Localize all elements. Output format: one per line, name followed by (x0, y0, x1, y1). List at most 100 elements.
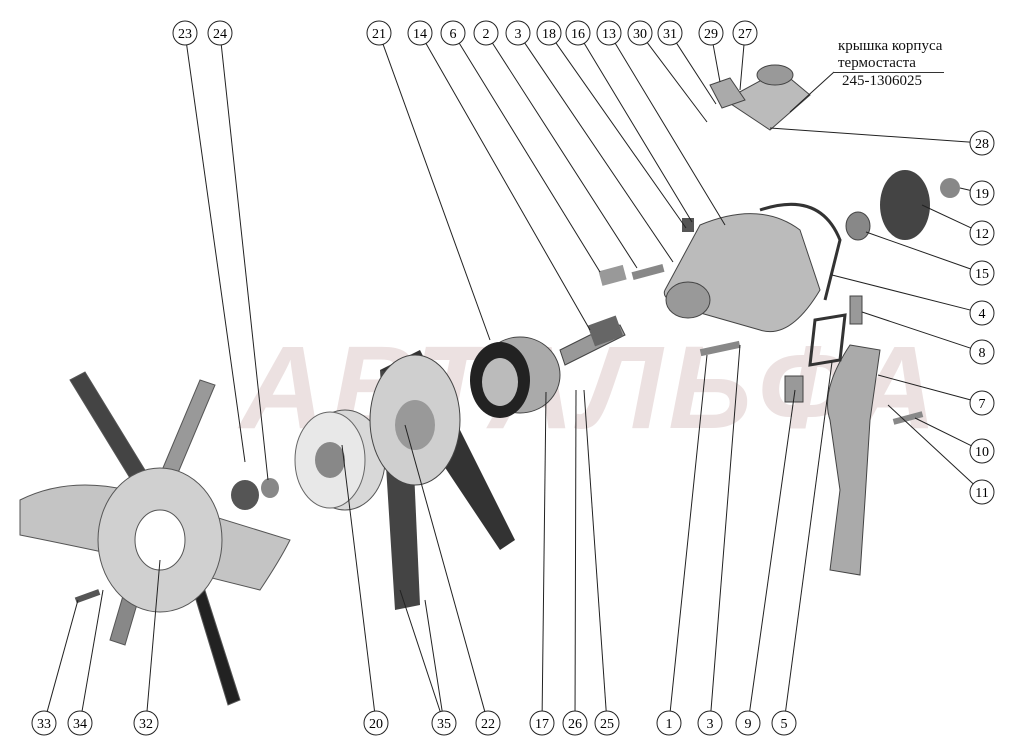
leader-line (914, 417, 972, 447)
leader-line (887, 404, 974, 485)
callout-circle (363, 710, 389, 736)
leader-line (574, 389, 577, 712)
callout-10: 10 (969, 438, 995, 464)
leader-line (769, 127, 971, 143)
leader-line (424, 599, 443, 712)
callout-34: 34 (67, 710, 93, 736)
callout-number: 1 (666, 717, 673, 732)
callout-29: 29 (698, 20, 724, 46)
leader-line (541, 391, 547, 712)
callout-17: 17 (529, 710, 555, 736)
callout-number: 30 (633, 27, 647, 42)
leader-line (492, 42, 638, 269)
callout-number: 7 (979, 397, 986, 412)
callout-number: 10 (975, 445, 989, 460)
callout-35: 35 (431, 710, 457, 736)
callout-11: 11 (969, 479, 995, 505)
leader-lines (46, 42, 974, 712)
leader-line (583, 389, 607, 712)
callout-circle (596, 20, 622, 46)
callout-20: 20 (363, 710, 389, 736)
callout-number: 25 (600, 717, 614, 732)
callout-circle (969, 220, 995, 246)
leader-line (710, 344, 741, 712)
leader-line (220, 44, 269, 481)
leader-line (555, 42, 687, 229)
callout-circle (31, 710, 57, 736)
leader-line (749, 389, 796, 712)
callout-number: 3 (515, 27, 522, 42)
leader-line (831, 274, 971, 311)
caption-line-2: термостаста (838, 55, 916, 71)
callout-circle (505, 20, 531, 46)
callout-27: 27 (732, 20, 758, 46)
callout-6: 6 (440, 20, 466, 46)
callout-number: 20 (369, 717, 383, 732)
callout-number: 29 (704, 27, 718, 42)
callout-18: 18 (536, 20, 562, 46)
leader-line (81, 589, 104, 712)
callout-number: 5 (781, 717, 788, 732)
callout-circle (969, 390, 995, 416)
leader-line (146, 559, 161, 712)
callout-circle (657, 20, 683, 46)
leader-line (676, 42, 717, 105)
callout-15: 15 (969, 260, 995, 286)
leader-line (646, 42, 708, 123)
callout-number: 24 (213, 27, 227, 42)
callout-circle (627, 20, 653, 46)
fan-part (19, 371, 291, 706)
callout-16: 16 (565, 20, 591, 46)
callout-number: 3 (707, 717, 714, 732)
callout-number: 9 (745, 717, 752, 732)
callout-9: 9 (735, 710, 761, 736)
callout-circle (562, 710, 588, 736)
callout-circle (969, 438, 995, 464)
callout-circle (475, 710, 501, 736)
callout-30: 30 (627, 20, 653, 46)
callout-circle (529, 710, 555, 736)
callout-circle (697, 710, 723, 736)
callout-circle (366, 20, 392, 46)
leader-line (404, 424, 486, 712)
callout-circle (565, 20, 591, 46)
callout-circle (969, 479, 995, 505)
callout-number: 26 (568, 717, 582, 732)
callout-number: 22 (481, 717, 495, 732)
callout-number: 11 (975, 486, 988, 501)
leader-line (46, 599, 79, 712)
callout-circle (771, 710, 797, 736)
callout-number: 13 (602, 27, 616, 42)
callout-number: 21 (372, 27, 386, 42)
callout-number: 6 (450, 27, 457, 42)
leader-line (341, 444, 376, 712)
leader-line (399, 589, 441, 712)
callout-circle (67, 710, 93, 736)
callout-circle (969, 260, 995, 286)
callout-2: 2 (473, 20, 499, 46)
callout-number: 14 (413, 27, 427, 42)
caption-rule (834, 72, 944, 73)
callout-4: 4 (969, 300, 995, 326)
callout-circle (735, 710, 761, 736)
callout-26: 26 (562, 710, 588, 736)
part-24 (261, 478, 279, 498)
callout-number: 35 (437, 717, 451, 732)
callout-circle (407, 20, 433, 46)
part-12-impeller (845, 170, 960, 325)
callout-24: 24 (207, 20, 233, 46)
caption-part-number: 245-1306025 (842, 73, 922, 89)
callout-12: 12 (969, 220, 995, 246)
callout-8: 8 (969, 339, 995, 365)
callout-19: 19 (969, 180, 995, 206)
callout-13: 13 (596, 20, 622, 46)
callout-number: 18 (542, 27, 556, 42)
part-22-pulley (369, 350, 515, 610)
callout-number: 23 (178, 27, 192, 42)
callout-circle (732, 20, 758, 46)
callout-circle (969, 180, 995, 206)
callout-5: 5 (771, 710, 797, 736)
